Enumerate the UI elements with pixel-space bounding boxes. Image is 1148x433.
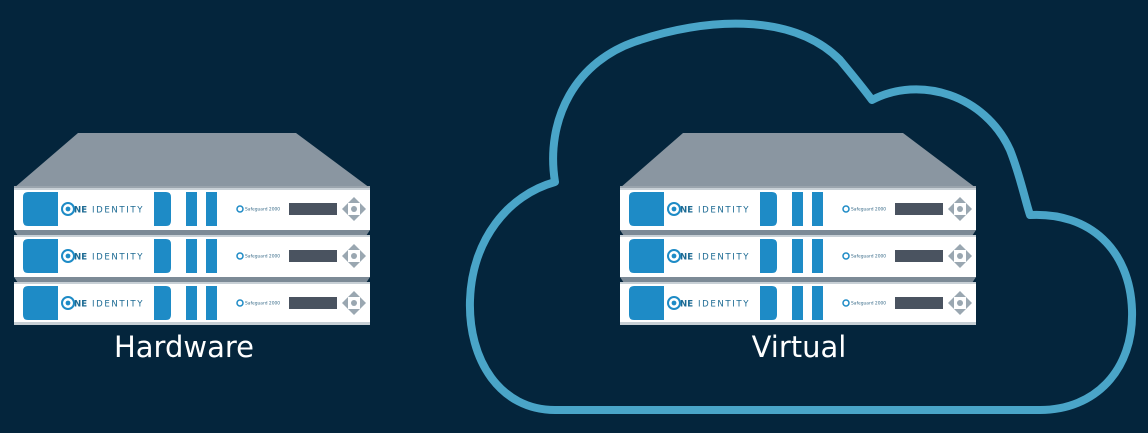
virtual-label: Virtual: [752, 330, 847, 364]
server-top-panel: [620, 133, 976, 188]
server-unit: [619, 234, 977, 278]
server-unit: [619, 187, 977, 231]
cloud-outline-icon: [465, 19, 1137, 414]
hardware-label: Hardware: [114, 330, 254, 364]
hardware-server-stack: [13, 133, 371, 325]
server-unit: [13, 234, 371, 278]
server-top-panel: [14, 133, 370, 188]
server-unit: [13, 281, 371, 325]
server-unit: [13, 187, 371, 231]
virtual-server-stack: [619, 133, 977, 325]
server-unit: [619, 281, 977, 325]
